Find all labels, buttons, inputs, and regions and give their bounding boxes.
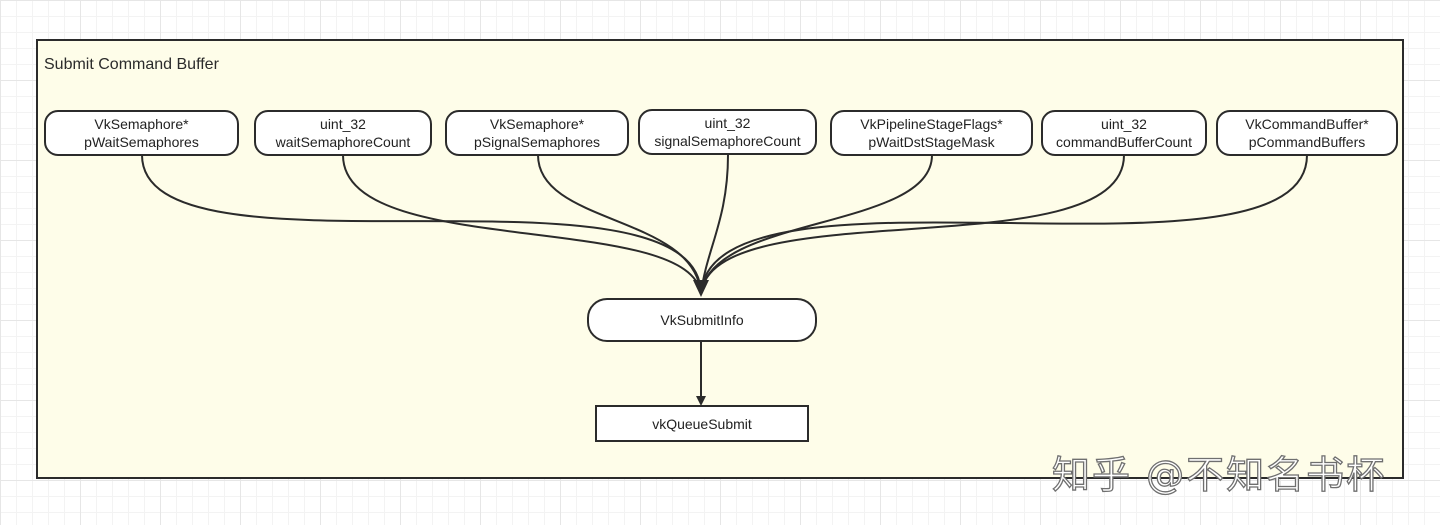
container-title: Submit Command Buffer [44,56,219,73]
field-type: VkSemaphore* [94,116,189,132]
field-node-commandbuffercount[interactable]: uint_32 commandBufferCount [1041,110,1207,156]
edge-pwaitsemaphores [141,154,702,295]
vkqueuesubmit-node[interactable]: vkQueueSubmit [595,405,809,442]
watermark: 知乎 @不知名书杯 [1051,452,1387,497]
edge-signalsemaphorecount [700,154,729,295]
field-type: VkCommandBuffer* [1245,116,1369,132]
vkqueuesubmit-label: vkQueueSubmit [652,415,752,432]
field-name: commandBufferCount [1056,134,1192,150]
field-name: signalSemaphoreCount [654,133,801,149]
edge-commandbuffercount [700,154,1125,295]
field-node-psignalsemaphores[interactable]: VkSemaphore* pSignalSemaphores [445,110,629,156]
edge-psignalsemaphores [537,154,702,295]
vksubmitinfo-node[interactable]: VkSubmitInfo [587,298,817,342]
edge-waitsemaphorecount [342,154,702,295]
field-node-waitsemaphorecount[interactable]: uint_32 waitSemaphoreCount [254,110,432,156]
field-node-pwaitdststagemask[interactable]: VkPipelineStageFlags* pWaitDstStageMask [830,110,1033,156]
field-type: VkPipelineStageFlags* [860,116,1003,132]
field-node-pwaitsemaphores[interactable]: VkSemaphore* pWaitSemaphores [44,110,239,156]
field-type: uint_32 [320,116,366,132]
field-type: VkSemaphore* [489,116,585,132]
field-name: pWaitDstStageMask [868,134,995,150]
vksubmitinfo-label: VkSubmitInfo [660,312,744,328]
field-type: uint_32 [1101,116,1147,132]
edge-pcommandbuffers [700,154,1308,295]
field-name: pWaitSemaphores [84,134,199,150]
field-type: uint_32 [704,115,751,131]
field-name: waitSemaphoreCount [275,134,411,150]
edge-pwaitdststagemask [700,154,933,295]
field-node-signalsemaphorecount[interactable]: uint_32 signalSemaphoreCount [638,109,817,155]
field-node-pcommandbuffers[interactable]: VkCommandBuffer* pCommandBuffers [1216,110,1398,156]
field-name: pCommandBuffers [1248,134,1366,150]
field-name: pSignalSemaphores [473,134,601,150]
arrowhead-info [693,280,709,297]
